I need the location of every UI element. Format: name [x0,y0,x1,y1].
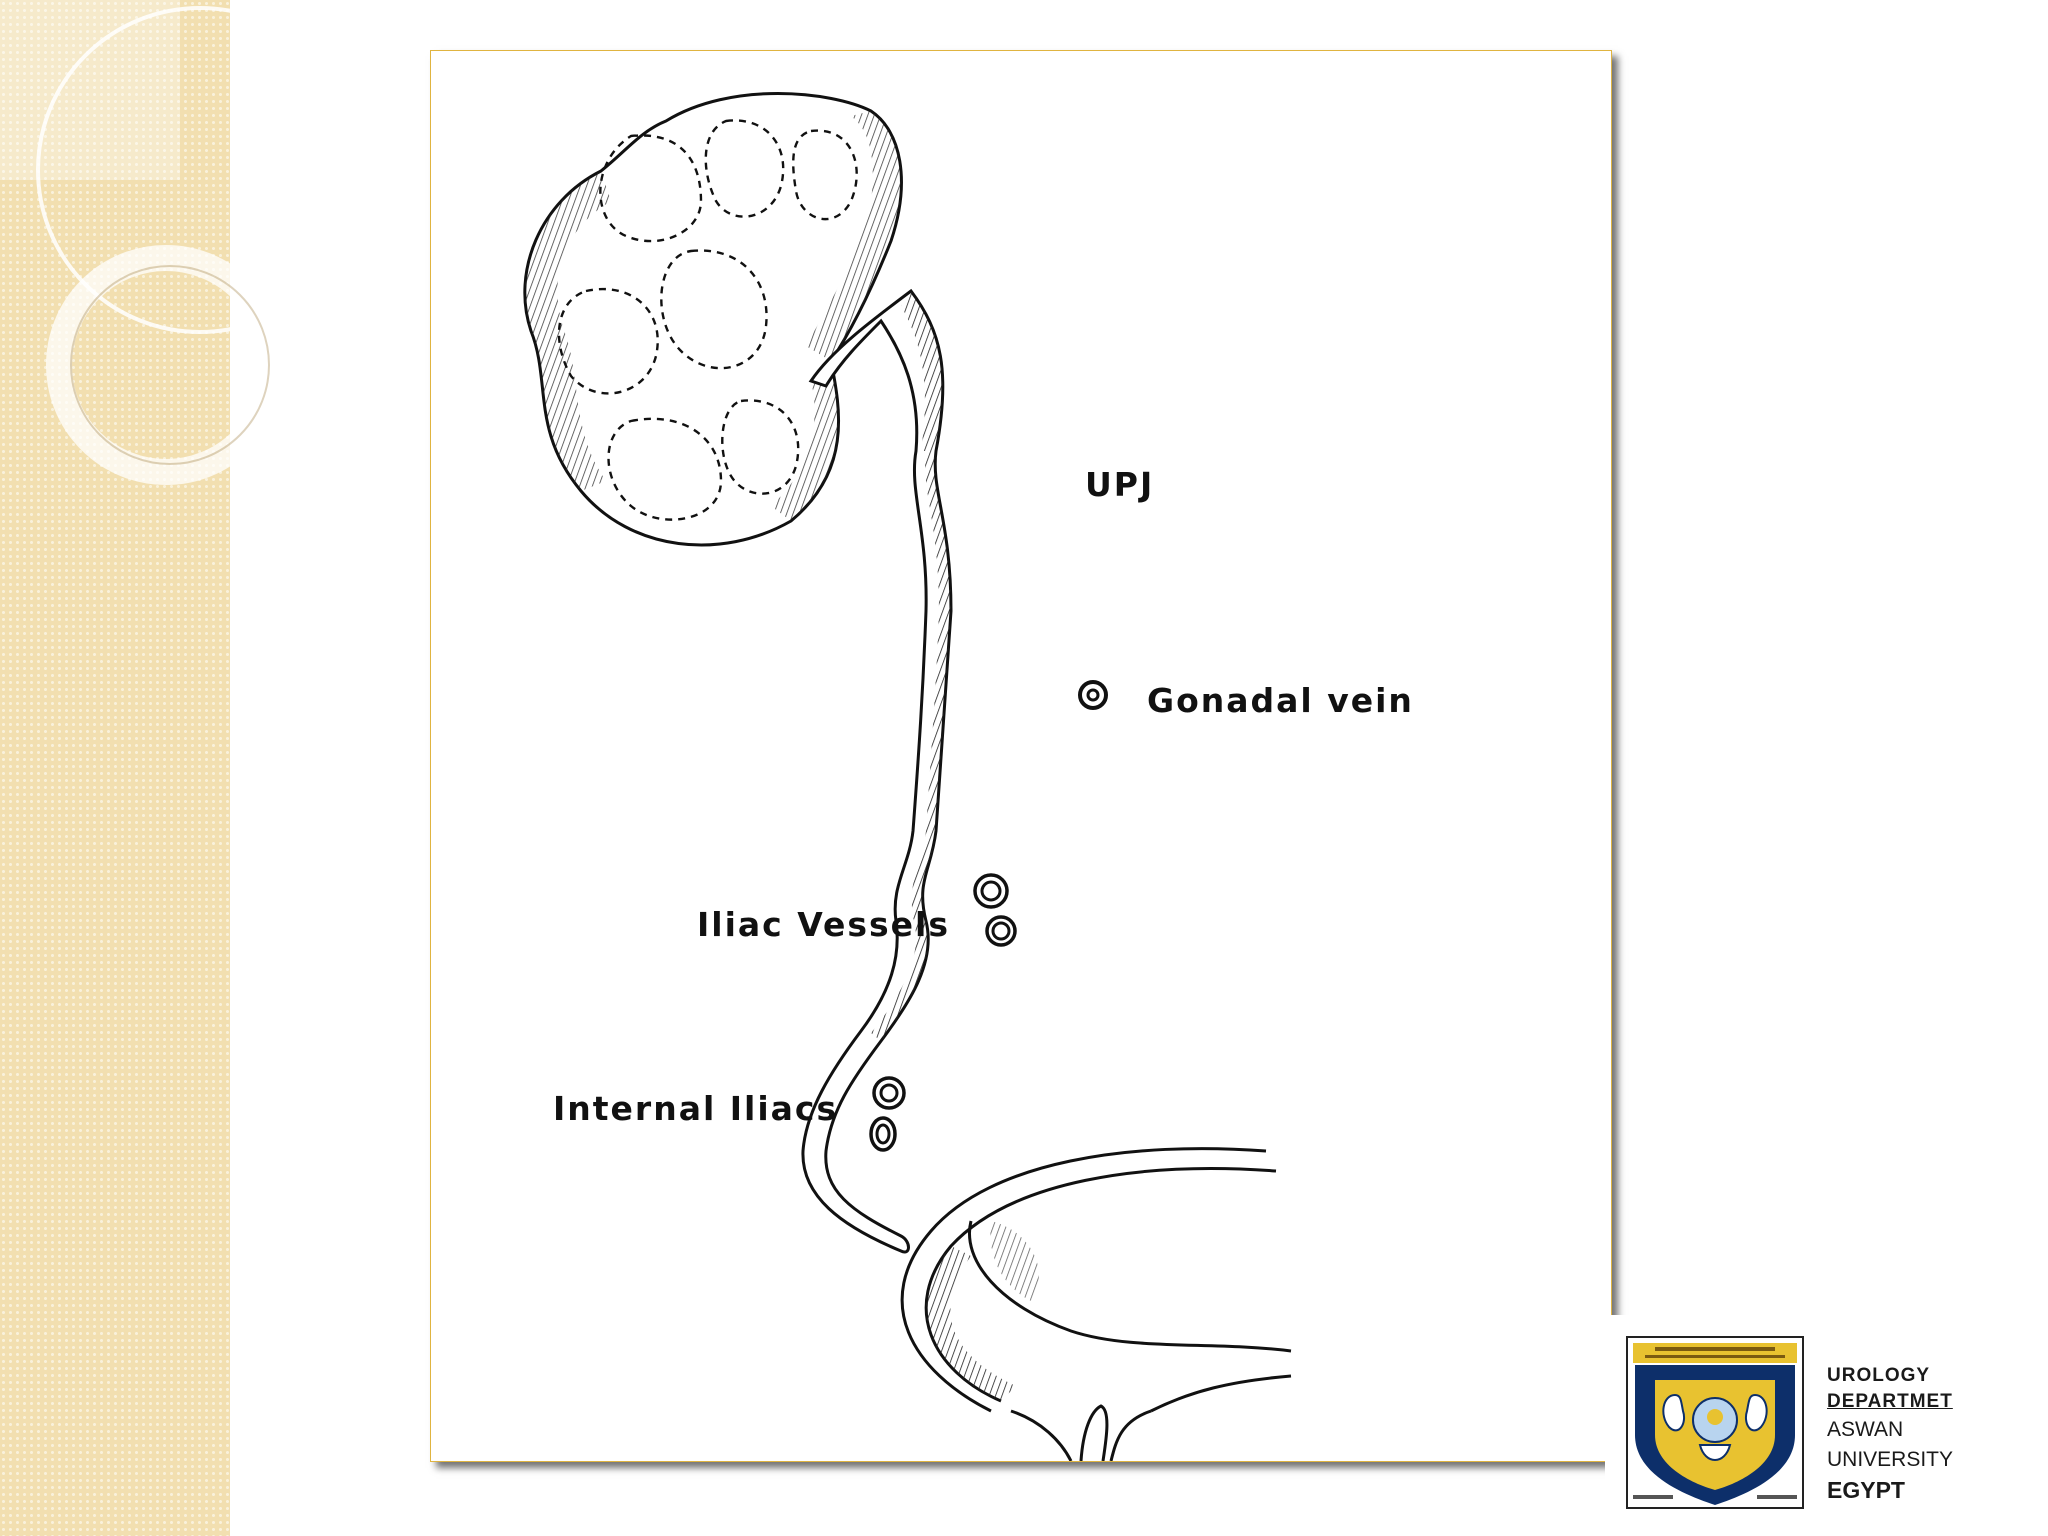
iliac-vessel-marker-lower [985,915,1017,947]
kidney [523,92,903,547]
decorative-sidebar [0,0,364,1536]
logo-line-department: DEPARTMET [1827,1391,1953,1412]
internal-iliac-marker-lower [869,1116,897,1152]
decorative-ring-inner [70,265,270,465]
logo-line-urology: UROLOGY [1827,1365,1931,1386]
urinary-tract-diagram [523,92,1292,1461]
label-internal-iliacs: Internal Iliacs [553,1089,839,1128]
label-iliac-vessels: Iliac Vessels [697,905,950,944]
bladder [900,1147,1292,1461]
logo-text: UROLOGY DEPARTMET ASWAN UNIVERSITY EGYPT [1827,1363,2025,1505]
ureter [801,288,953,1254]
logo-line-country: EGYPT [1827,1477,1905,1503]
university-shield-icon [1626,1336,1804,1509]
vessel-markers [869,680,1108,1152]
department-logo: UROLOGY DEPARTMET ASWAN UNIVERSITY EGYPT [1605,1315,2025,1536]
logo-line-university: ASWAN UNIVERSITY [1827,1418,1954,1471]
gonadal-vein-marker [1078,680,1108,710]
internal-iliac-marker-upper [872,1076,906,1110]
label-upj: UPJ [1085,465,1155,504]
label-gonadal-vein: Gonadal vein [1147,681,1414,720]
iliac-vessel-marker-upper [973,873,1009,909]
diagram-frame: UPJ Gonadal vein Iliac Vessels Internal … [430,50,1612,1462]
